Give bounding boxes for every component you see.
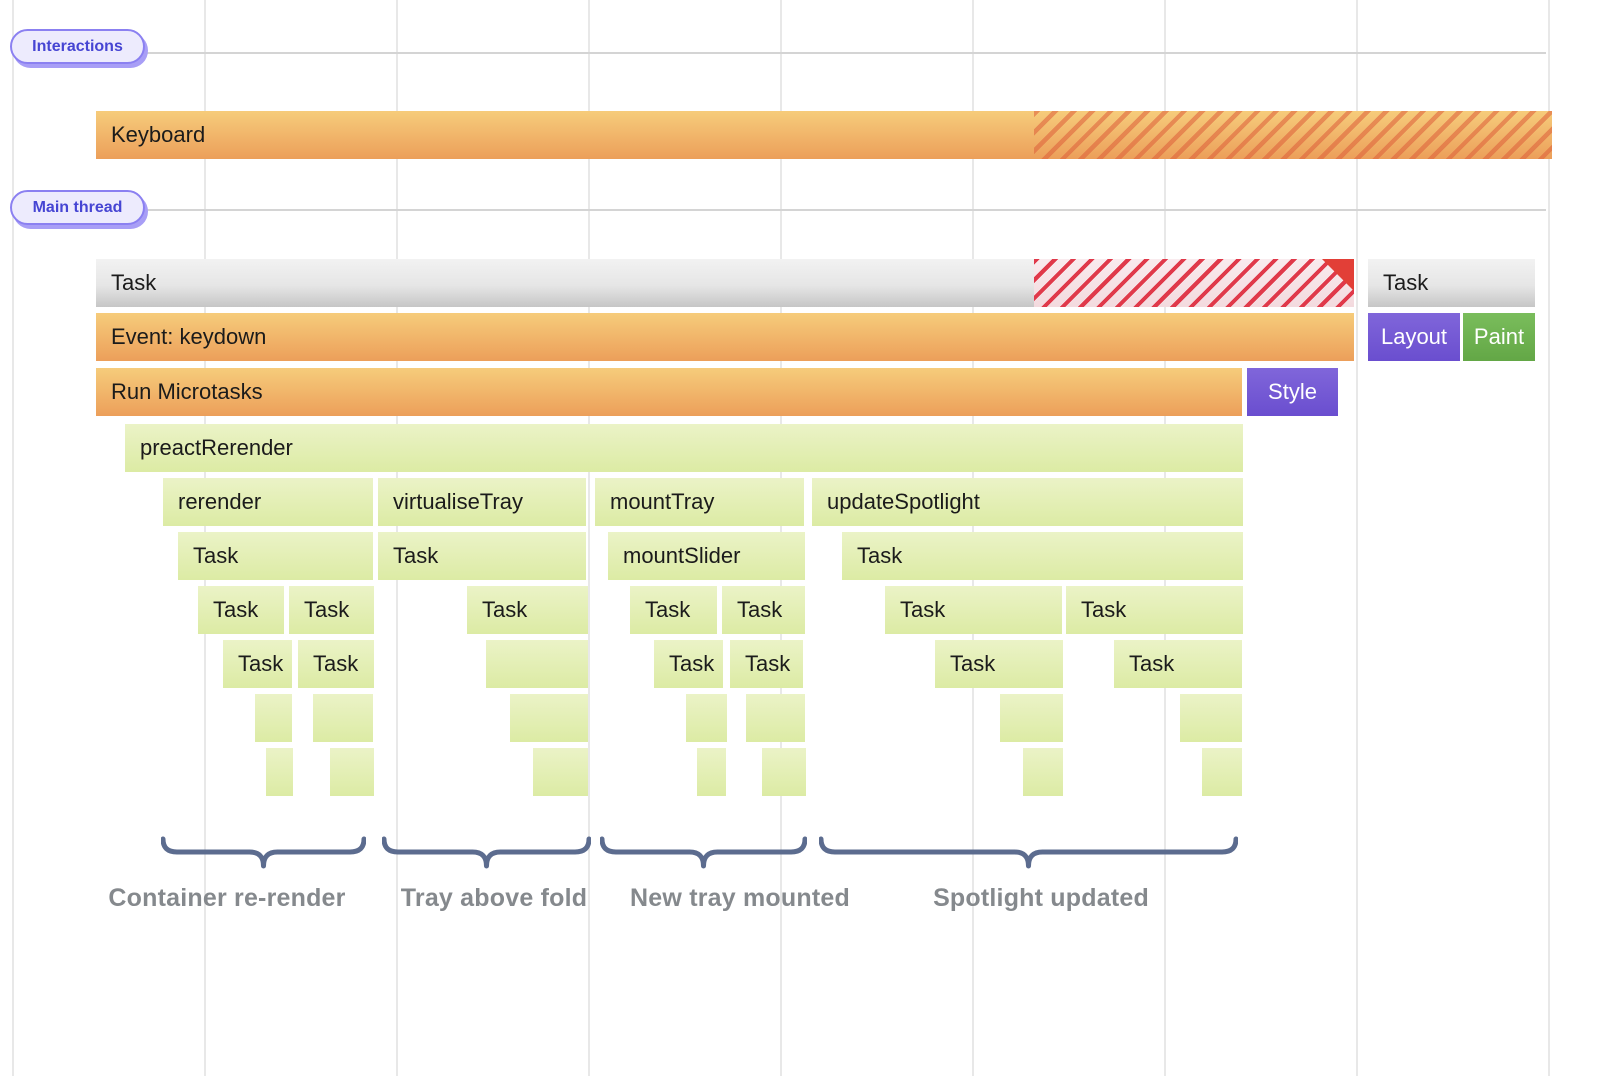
task-overrun-hatch bbox=[1034, 259, 1354, 307]
virtualise-tray-bar[interactable]: virtualiseTray bbox=[378, 478, 586, 526]
interactions-track-label: Interactions bbox=[32, 37, 123, 55]
task-bar[interactable]: Task bbox=[630, 586, 717, 634]
subtask-bar[interactable] bbox=[1180, 694, 1242, 742]
subtask-bar[interactable] bbox=[255, 694, 292, 742]
bar-label: Task bbox=[900, 597, 946, 622]
bar-label: mountSlider bbox=[623, 543, 741, 568]
grid-vline bbox=[1548, 0, 1550, 1076]
bar-label: Task bbox=[1129, 651, 1175, 676]
bar-label: Task bbox=[737, 597, 783, 622]
task-bar[interactable]: Task bbox=[223, 640, 292, 688]
preact-rerender-bar[interactable]: preactRerender bbox=[125, 424, 1243, 472]
task-bar[interactable]: Task bbox=[198, 586, 284, 634]
annotation-caption: Container re-render bbox=[108, 884, 346, 912]
subtask-bar[interactable] bbox=[762, 748, 806, 796]
bar-label: Paint bbox=[1473, 324, 1525, 349]
task-bar[interactable]: Task bbox=[935, 640, 1063, 688]
subtask-bar[interactable] bbox=[1202, 748, 1242, 796]
bar-label: preactRerender bbox=[140, 435, 293, 460]
bar-label: Task bbox=[304, 597, 350, 622]
task-bar[interactable]: Task bbox=[378, 532, 586, 580]
task-bar[interactable]: Task bbox=[722, 586, 805, 634]
task-bar[interactable]: Task bbox=[885, 586, 1062, 634]
annotation-caption: New tray mounted bbox=[630, 884, 850, 912]
task-bar[interactable]: Task bbox=[842, 532, 1243, 580]
subtask-bar[interactable] bbox=[313, 694, 373, 742]
task-bar[interactable]: Task bbox=[730, 640, 803, 688]
bar-label: Layout bbox=[1380, 324, 1448, 349]
bar-label: updateSpotlight bbox=[827, 489, 980, 514]
style-bar[interactable]: Style bbox=[1247, 368, 1338, 416]
bar-label: virtualiseTray bbox=[393, 489, 523, 514]
bar-label: rerender bbox=[178, 489, 262, 514]
layout-bar[interactable]: Layout bbox=[1368, 313, 1460, 361]
subtask-bar[interactable] bbox=[697, 748, 726, 796]
task-bar[interactable]: Task bbox=[289, 586, 374, 634]
main-thread-track-pill[interactable]: Main thread bbox=[10, 190, 145, 225]
bar-label: Task bbox=[1383, 270, 1429, 295]
annotation-brace bbox=[161, 836, 366, 869]
bar-label: Task bbox=[313, 651, 359, 676]
subtask-bar[interactable] bbox=[1023, 748, 1063, 796]
annotation-brace bbox=[819, 836, 1238, 869]
bar-label: Task bbox=[193, 543, 239, 568]
subtask-bar[interactable] bbox=[686, 694, 727, 742]
subtask-bar[interactable] bbox=[533, 748, 588, 796]
bar-label: Task bbox=[1081, 597, 1127, 622]
bar-label: Style bbox=[1268, 379, 1317, 404]
task-bar[interactable]: Task bbox=[1114, 640, 1242, 688]
mount-slider-bar[interactable]: mountSlider bbox=[608, 532, 805, 580]
bar-label: Task bbox=[645, 597, 691, 622]
task-bar[interactable]: Task bbox=[654, 640, 723, 688]
bar-label: Task bbox=[111, 270, 157, 295]
interaction-overrun-hatch bbox=[1034, 111, 1552, 159]
bar-label: Task bbox=[857, 543, 903, 568]
bar-label: Keyboard bbox=[111, 122, 206, 147]
mount-tray-bar[interactable]: mountTray bbox=[595, 478, 804, 526]
task-bar[interactable]: Task bbox=[1066, 586, 1243, 634]
bar-label: Task bbox=[238, 651, 284, 676]
interactions-track-pill[interactable]: Interactions bbox=[10, 29, 145, 64]
subtask-bar[interactable] bbox=[266, 748, 293, 796]
task-bar[interactable]: Task bbox=[178, 532, 373, 580]
grid-vline bbox=[1356, 0, 1358, 1076]
lane-separator-line bbox=[24, 52, 1546, 54]
task-bar[interactable]: Task bbox=[298, 640, 374, 688]
bar-label: Task bbox=[213, 597, 259, 622]
rerender-bar[interactable]: rerender bbox=[163, 478, 373, 526]
bar-label: Event: keydown bbox=[111, 324, 267, 349]
bar-label: mountTray bbox=[610, 489, 715, 514]
subtask-bar[interactable] bbox=[330, 748, 374, 796]
bar-label: Task bbox=[669, 651, 715, 676]
run-microtasks-bar[interactable]: Run Microtasks bbox=[96, 368, 1242, 416]
bar-label: Task bbox=[482, 597, 528, 622]
annotation-caption: Tray above fold bbox=[400, 884, 588, 912]
subtask-bar[interactable] bbox=[510, 694, 588, 742]
second-task-bar[interactable]: Task bbox=[1368, 259, 1535, 307]
subtask-bar[interactable] bbox=[486, 640, 588, 688]
grid-vline bbox=[588, 0, 590, 1076]
paint-bar[interactable]: Paint bbox=[1463, 313, 1535, 361]
annotation-brace bbox=[382, 836, 591, 869]
main-task-bar[interactable]: Task bbox=[96, 259, 1354, 307]
annotation-caption: Spotlight updated bbox=[933, 884, 1149, 912]
bar-label: Run Microtasks bbox=[111, 379, 263, 404]
annotation-brace bbox=[600, 836, 807, 869]
bar-label: Task bbox=[745, 651, 791, 676]
main-thread-track-label: Main thread bbox=[32, 198, 123, 216]
keyboard-interaction-bar[interactable]: Keyboard bbox=[96, 111, 1552, 159]
overrun-corner-triangle-icon bbox=[1322, 259, 1354, 291]
grid-vline bbox=[12, 0, 14, 1076]
task-bar[interactable]: Task bbox=[467, 586, 588, 634]
subtask-bar[interactable] bbox=[1000, 694, 1063, 742]
bar-label: Task bbox=[393, 543, 439, 568]
lane-separator-line bbox=[24, 209, 1546, 211]
task-on-time-segment bbox=[96, 259, 1034, 307]
bar-label: Task bbox=[950, 651, 996, 676]
update-spotlight-bar[interactable]: updateSpotlight bbox=[812, 478, 1243, 526]
subtask-bar[interactable] bbox=[746, 694, 805, 742]
event-keydown-bar[interactable]: Event: keydown bbox=[96, 313, 1354, 361]
